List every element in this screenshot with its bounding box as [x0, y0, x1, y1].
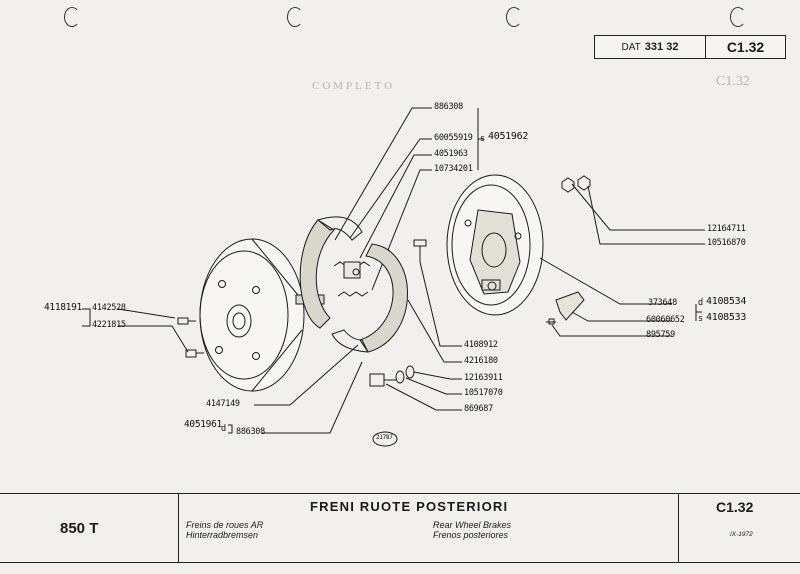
kit-d-prefix-2: d: [221, 424, 226, 434]
kit-d-prefix: d: [698, 298, 703, 308]
page-code: C1.32: [726, 39, 765, 55]
part-10517070: 10517070: [464, 388, 503, 398]
part-4108912: 4108912: [464, 340, 498, 350]
part-12164711: 12164711: [707, 224, 746, 234]
model-name: 850 T: [60, 520, 99, 537]
title-spanish: Frenos posteriores: [433, 530, 509, 540]
kit-s-prefix: s: [698, 314, 703, 324]
title-german: Hinterradbremsen: [186, 530, 259, 540]
part-4118191: 4118191: [44, 302, 82, 313]
title-english: Rear Wheel Brakes: [433, 520, 512, 530]
bleed-through-word: COMPLETO: [312, 80, 396, 92]
dat-number: 331 32: [644, 41, 679, 53]
part-4142528: 4142528: [92, 303, 126, 313]
set-prefix: s: [480, 134, 485, 144]
binder-hole: [730, 7, 746, 27]
part-60060652: 60060652: [646, 315, 685, 325]
part-10516870: 10516870: [707, 238, 746, 248]
part-4147149: 4147149: [206, 399, 240, 409]
issue-date: IX-1972: [730, 531, 753, 538]
part-4108534: 4108534: [706, 296, 747, 307]
part-4051961: 4051961: [184, 419, 222, 430]
part-4221815: 4221815: [92, 320, 126, 330]
part-4051963: 4051963: [434, 149, 468, 159]
part-886308: 886308: [434, 102, 463, 112]
section-title: FRENI RUOTE POSTERIORI: [310, 499, 509, 514]
binder-hole: [506, 7, 522, 27]
footer-page-code: C1.32: [716, 499, 754, 515]
part-895759: 895759: [646, 330, 675, 340]
page-header-box: DAT 331 32 C1.32: [594, 35, 786, 59]
part-886308-bottom: 886308: [236, 427, 265, 437]
dat-reference: DAT 331 32: [595, 36, 706, 58]
title-french: Freins de roues AR: [186, 520, 264, 530]
part-12163911: 12163911: [464, 373, 503, 383]
title-block-divider: [0, 494, 179, 562]
bleed-through-code: C1.32: [716, 74, 750, 89]
part-4051962: 4051962: [488, 131, 529, 142]
title-block: 850 T FRENI RUOTE POSTERIORI Freins de r…: [0, 493, 800, 563]
part-373648: 373648: [648, 298, 677, 308]
binder-hole: [287, 7, 303, 27]
title-block-divider: [0, 494, 679, 562]
part-4216180: 4216180: [464, 356, 498, 366]
part-10734201: 10734201: [434, 164, 473, 174]
drawing-number: 21787: [376, 434, 393, 441]
part-60055919: 60055919: [434, 133, 473, 143]
part-869687: 869687: [464, 404, 493, 414]
binder-hole: [64, 7, 80, 27]
dat-prefix: DAT: [621, 41, 641, 53]
part-4108533: 4108533: [706, 312, 747, 323]
